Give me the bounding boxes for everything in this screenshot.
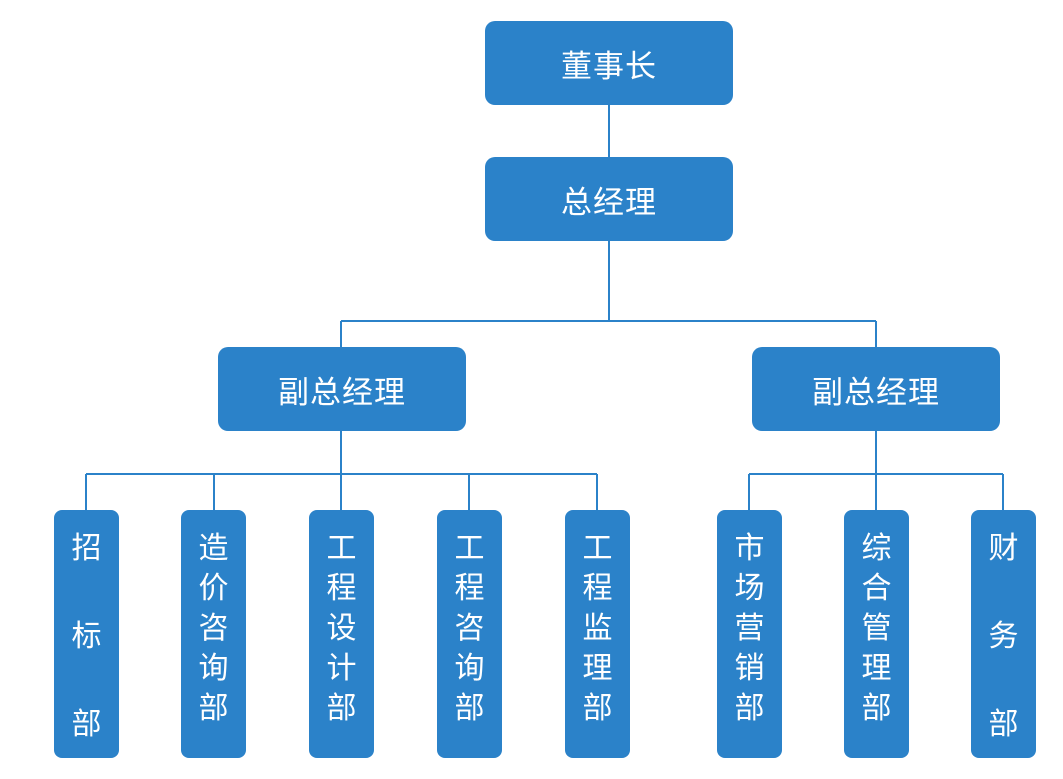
vice-manager-box-left: 副总经理 — [218, 347, 466, 431]
department-char: 设 — [326, 611, 357, 646]
department-char: 询 — [198, 651, 229, 686]
department-char: 工 — [326, 531, 357, 566]
general-manager-label: 总经理 — [561, 184, 657, 221]
department-char: 咨 — [198, 611, 229, 646]
general-manager-box: 总经理 — [485, 157, 733, 241]
department-char: 部 — [861, 691, 892, 726]
department-char: 部 — [71, 707, 102, 742]
department-char: 工 — [582, 531, 613, 566]
department-char: 部 — [988, 707, 1019, 742]
department-marketing: 市 场 营 销 部 — [717, 510, 782, 758]
department-char: 务 — [988, 619, 1019, 654]
department-char: 部 — [326, 691, 357, 726]
department-engineering-consulting: 工 程 咨 询 部 — [437, 510, 502, 758]
department-char: 管 — [861, 611, 892, 646]
department-char: 造 — [198, 531, 229, 566]
department-char: 询 — [454, 651, 485, 686]
department-char: 场 — [734, 571, 765, 606]
department-char: 监 — [582, 611, 613, 646]
department-char: 市 — [734, 531, 765, 566]
department-char: 计 — [326, 651, 357, 686]
department-char: 理 — [582, 651, 613, 686]
department-char: 理 — [861, 651, 892, 686]
department-char: 销 — [734, 651, 765, 686]
chairman-label: 董事长 — [561, 48, 657, 85]
vice-manager-box-right: 副总经理 — [752, 347, 1000, 431]
department-char: 财 — [988, 531, 1019, 566]
department-char: 营 — [734, 611, 765, 646]
department-char: 合 — [861, 571, 892, 606]
department-char: 工 — [454, 531, 485, 566]
department-char: 综 — [861, 531, 892, 566]
department-engineering-supervision: 工 程 监 理 部 — [565, 510, 630, 758]
department-char: 标 — [71, 619, 102, 654]
chairman-box: 董事长 — [485, 21, 733, 105]
department-char: 部 — [198, 691, 229, 726]
department-char: 价 — [198, 571, 229, 606]
vice-manager-label: 副总经理 — [278, 374, 406, 411]
department-char: 程 — [454, 571, 485, 606]
department-bidding: 招 标 部 — [54, 510, 119, 758]
department-char: 部 — [582, 691, 613, 726]
department-char: 部 — [454, 691, 485, 726]
department-char: 程 — [582, 571, 613, 606]
department-finance: 财 务 部 — [971, 510, 1036, 758]
department-char: 招 — [71, 531, 102, 566]
department-char: 部 — [734, 691, 765, 726]
department-cost-consulting: 造 价 咨 询 部 — [181, 510, 246, 758]
vice-manager-label: 副总经理 — [812, 374, 940, 411]
department-char: 咨 — [454, 611, 485, 646]
department-engineering-design: 工 程 设 计 部 — [309, 510, 374, 758]
department-general-management: 综 合 管 理 部 — [844, 510, 909, 758]
department-char: 程 — [326, 571, 357, 606]
